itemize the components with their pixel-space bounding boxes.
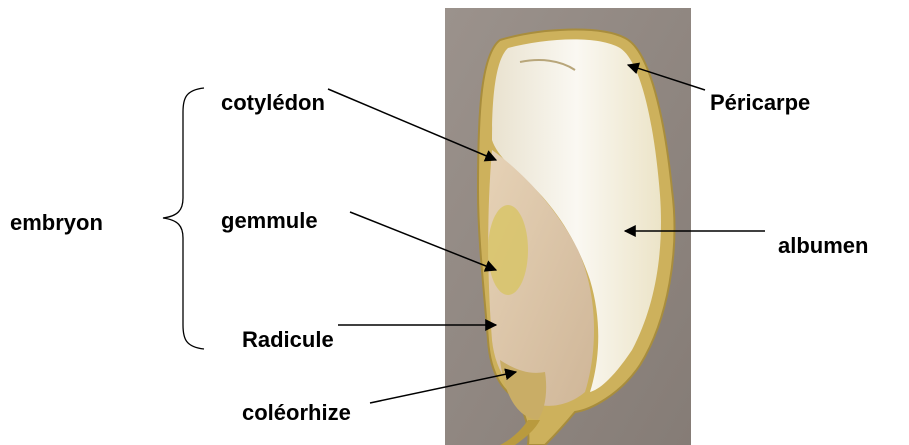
label-endosperm: albumen: [778, 233, 868, 258]
label-cotyledon: cotylédon: [221, 90, 325, 115]
label-embryo: embryon: [10, 210, 103, 235]
label-plumule: gemmule: [221, 208, 318, 233]
plumule-shape: [488, 205, 528, 295]
label-pericarp: Péricarpe: [710, 90, 810, 115]
embryo-brace: [163, 88, 204, 349]
label-coleorhiza: coléorhize: [242, 400, 351, 425]
label-radicle: Radicule: [242, 327, 334, 352]
